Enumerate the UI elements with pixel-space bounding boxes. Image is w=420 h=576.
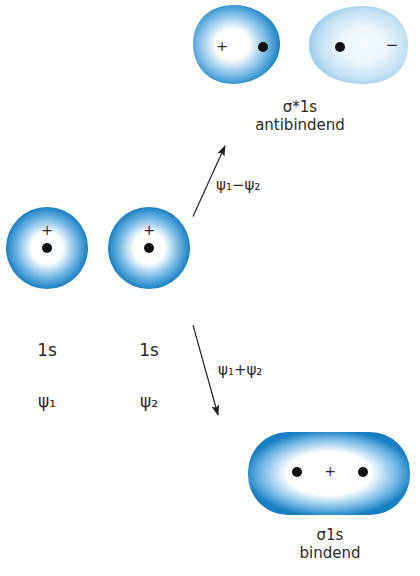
reaction-arrow (193, 325, 218, 415)
lobe-outline (193, 5, 280, 84)
antibonding-orbital: σ*1s antibindend + − (185, 0, 420, 146)
sign-label: + (143, 222, 155, 239)
atom-cloud (6, 207, 88, 289)
nucleus-dot (42, 243, 52, 253)
sign-label: + (216, 38, 228, 55)
sign-label: + (41, 222, 53, 239)
atom-cloud (108, 207, 190, 289)
combination-label: ψ₁+ψ₂ (216, 361, 264, 379)
nucleus-dot (258, 42, 268, 52)
lobe-outline (309, 6, 408, 84)
orbital-name: σ1s bindend (288, 526, 372, 562)
orbital-shape (190, 2, 285, 87)
orbital-name: σ*1s antibindend (244, 98, 356, 134)
atomic-orbital: +1s ψ₂ (107, 206, 193, 416)
sign-label: + (324, 463, 336, 480)
orbital-label: 1s (139, 340, 159, 360)
positive-lobe: + (190, 2, 285, 87)
nucleus-dot (292, 467, 302, 477)
atomic-orbital: +1s ψ₁ (5, 206, 91, 416)
sign-label: − (386, 36, 399, 54)
wavefunction-label: ψ₁ (38, 391, 56, 411)
combination-label: ψ₁−ψ₂ (214, 176, 262, 194)
bond-cloud (248, 432, 410, 515)
negative-lobe: − (303, 3, 411, 87)
orbital-label: 1s (37, 340, 57, 360)
nucleus-dot (144, 243, 154, 253)
nucleus-dot (358, 467, 368, 477)
bonding-orbital: + σ1s bindend (218, 415, 418, 575)
nucleus-dot (335, 42, 345, 52)
wavefunction-label: ψ₂ (140, 391, 158, 411)
